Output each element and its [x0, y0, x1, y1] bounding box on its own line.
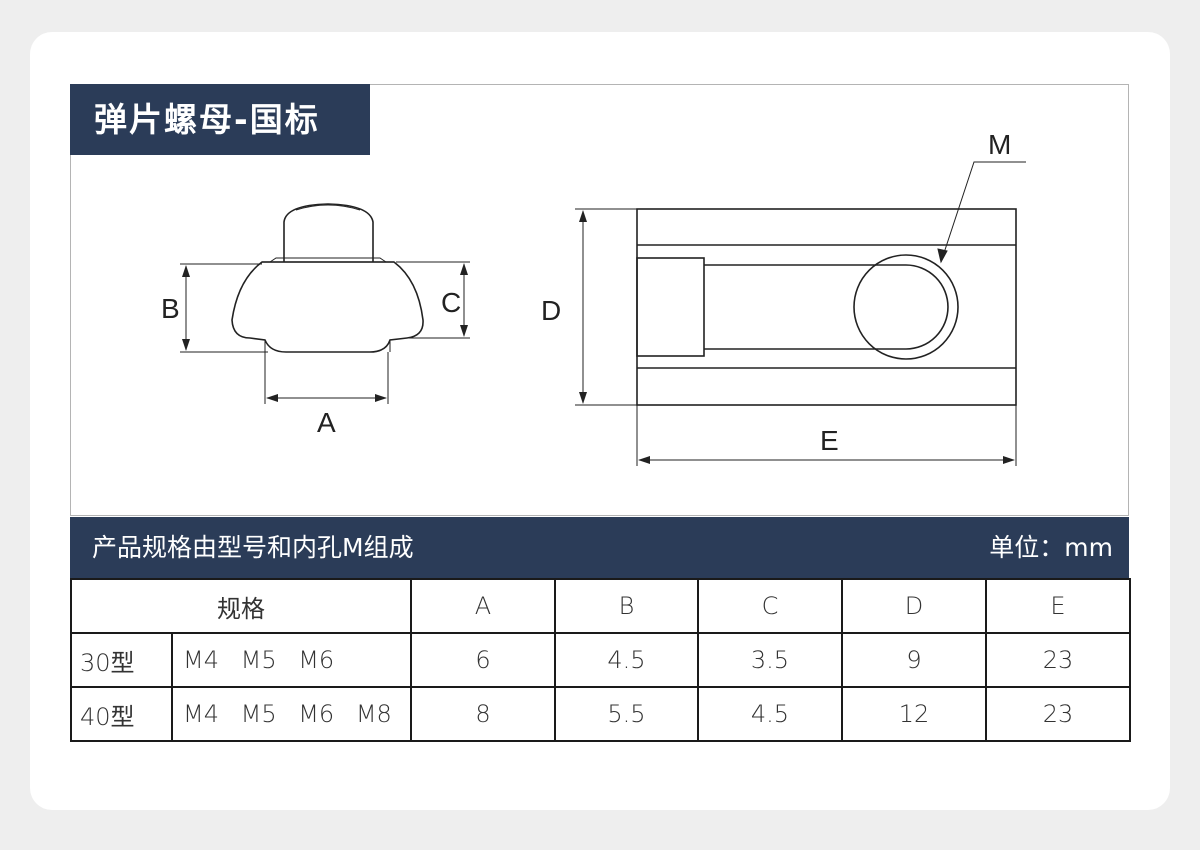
header-c: C: [697, 578, 843, 634]
label-c: C: [441, 287, 461, 318]
stem-end: [636, 257, 705, 357]
row-sizes: M4 M5 M6 M8: [171, 686, 412, 742]
header-spec: 规格: [70, 578, 412, 634]
header-b: B: [554, 578, 699, 634]
header-e: E: [985, 578, 1131, 634]
unit-label: 单位：mm: [989, 533, 1113, 562]
spec-table: 规格 A B C D E 30型 M4 M5 M6 6 4.5 3.5 9 23…: [70, 578, 1131, 742]
product-title: 弹片螺母-国标: [70, 84, 370, 155]
header-a: A: [410, 578, 556, 634]
row-b: 5.5: [554, 686, 699, 742]
label-e: E: [820, 425, 839, 456]
spec-bar: 产品规格由型号和内孔M组成 单位：mm: [70, 517, 1129, 578]
side-view: [231, 203, 424, 353]
row-b: 4.5: [554, 632, 699, 688]
plate-outline: [636, 208, 1017, 406]
table-row: 40型 M4 M5 M6 M8 8 5.5 4.5 12 23: [70, 686, 1131, 742]
row-model: 40型: [70, 686, 173, 742]
dimension-c: [396, 261, 470, 339]
diagram-frame: [70, 84, 1129, 516]
hole-inner-arc: [905, 264, 949, 350]
nut-stem: [283, 203, 374, 262]
dimension-e: [636, 405, 1017, 466]
label-a: A: [317, 407, 336, 438]
spec-description: 产品规格由型号和内孔M组成: [92, 533, 414, 562]
dimension-b: [180, 263, 268, 353]
label-m: M: [988, 129, 1011, 160]
top-view: [636, 208, 1017, 406]
row-d: 9: [841, 632, 987, 688]
row-a: 8: [410, 686, 556, 742]
row-model: 30型: [70, 632, 173, 688]
header-d: D: [841, 578, 987, 634]
row-c: 4.5: [697, 686, 843, 742]
dimension-a: [264, 352, 389, 404]
nut-body: [231, 261, 424, 353]
row-e: 23: [985, 632, 1131, 688]
row-c: 3.5: [697, 632, 843, 688]
row-e: 23: [985, 686, 1131, 742]
label-b: B: [161, 293, 180, 324]
row-d: 12: [841, 686, 987, 742]
row-a: 6: [410, 632, 556, 688]
leader-m: [937, 161, 1026, 264]
table-header-row: 规格 A B C D E: [70, 578, 1131, 634]
row-sizes: M4 M5 M6: [171, 632, 412, 688]
hole-ring: [853, 254, 959, 360]
table-row: 30型 M4 M5 M6 6 4.5 3.5 9 23: [70, 632, 1131, 688]
label-d: D: [541, 295, 561, 326]
dimension-d: [575, 208, 637, 406]
